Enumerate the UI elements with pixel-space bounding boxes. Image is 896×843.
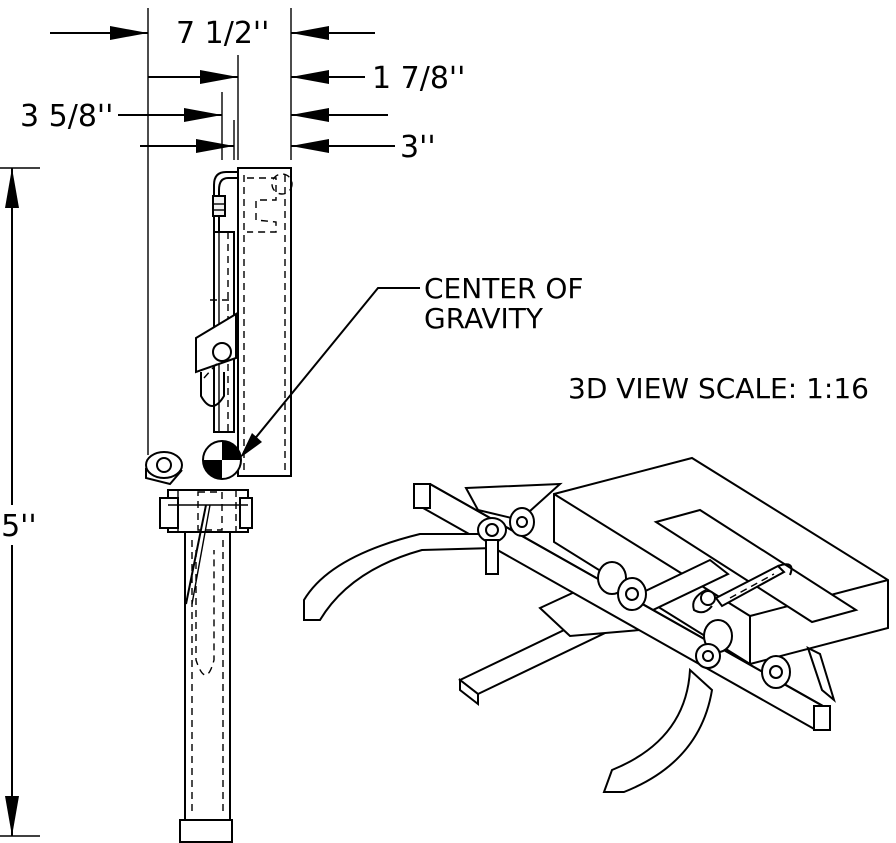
dim-35: 35'' xyxy=(0,509,37,544)
dimension-lines xyxy=(0,8,395,837)
dim-3: 3'' xyxy=(400,130,436,165)
dim-1-7-8: 1 7/8'' xyxy=(372,61,465,96)
view-scale-label: 3D VIEW SCALE: 1:16 xyxy=(568,372,869,405)
dimension-texts: 7 1/2'' 1 7/8'' 3 5/8'' 3'' 35'' xyxy=(0,16,465,544)
center-of-gravity-callout: CENTER OF GRAVITY xyxy=(240,272,583,458)
center-of-gravity-label-line2: GRAVITY xyxy=(424,302,544,335)
dim-7-1-2: 7 1/2'' xyxy=(176,16,269,51)
side-view xyxy=(145,167,293,843)
center-of-gravity-label-line1: CENTER OF xyxy=(424,272,583,305)
isometric-view xyxy=(303,456,889,793)
dim-3-5-8: 3 5/8'' xyxy=(20,99,113,134)
